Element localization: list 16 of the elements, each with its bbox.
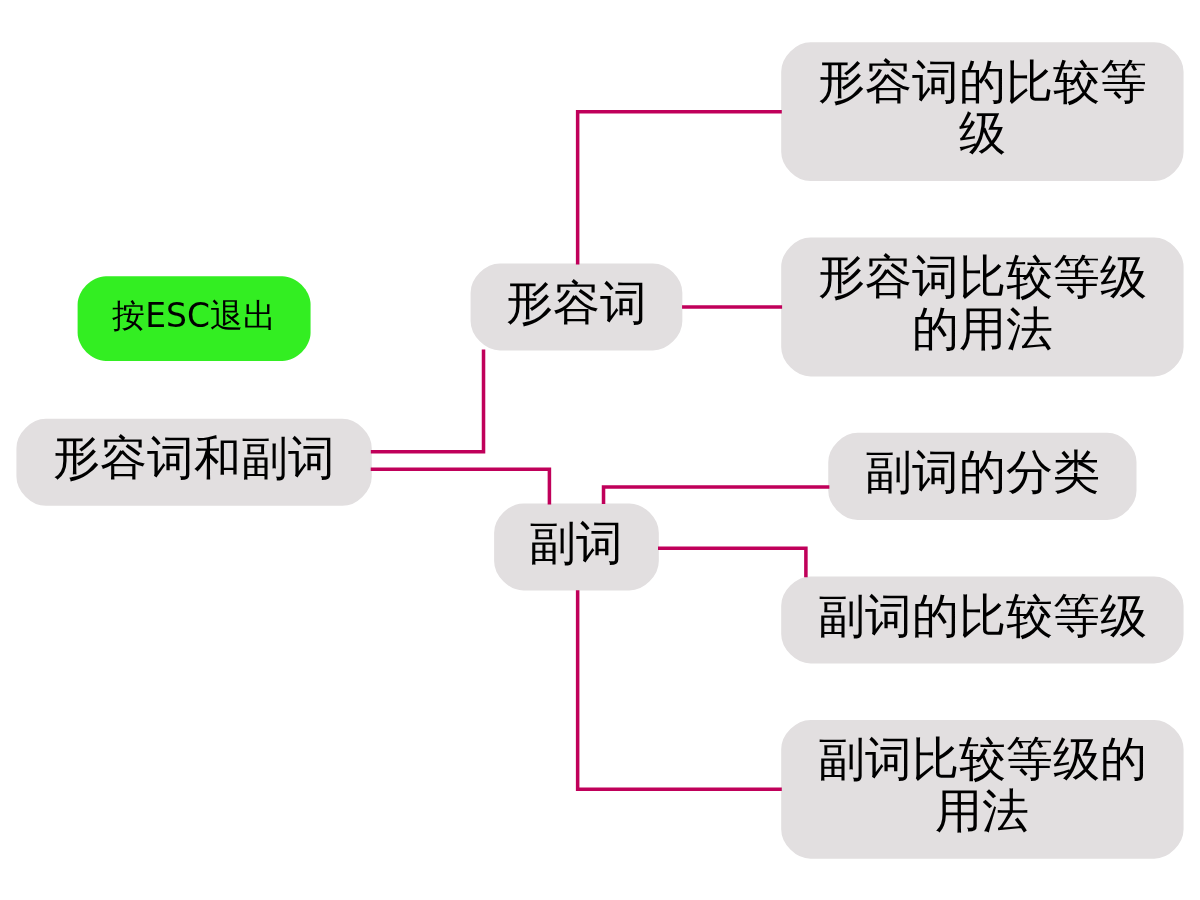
node-box: 形容词和副词: [16, 418, 372, 506]
node-box: 形容词的比较等级: [781, 41, 1184, 181]
connector: [658, 545, 808, 577]
connector: [370, 467, 552, 505]
connector: [601, 484, 830, 504]
node-box: 副词比较等级的用法: [781, 719, 1184, 859]
node-box: 副词的分类: [828, 432, 1137, 520]
node-box: 形容词: [470, 262, 683, 350]
connector: [575, 589, 782, 791]
label: 按ESC退出: [112, 295, 276, 335]
connector: [682, 304, 783, 309]
node-box: 副词: [494, 502, 659, 590]
node-box: 形容词比较等级的用法: [781, 237, 1184, 376]
connector: [370, 349, 486, 453]
connector: [575, 109, 782, 265]
node-box: 副词的比较等级: [781, 575, 1184, 663]
